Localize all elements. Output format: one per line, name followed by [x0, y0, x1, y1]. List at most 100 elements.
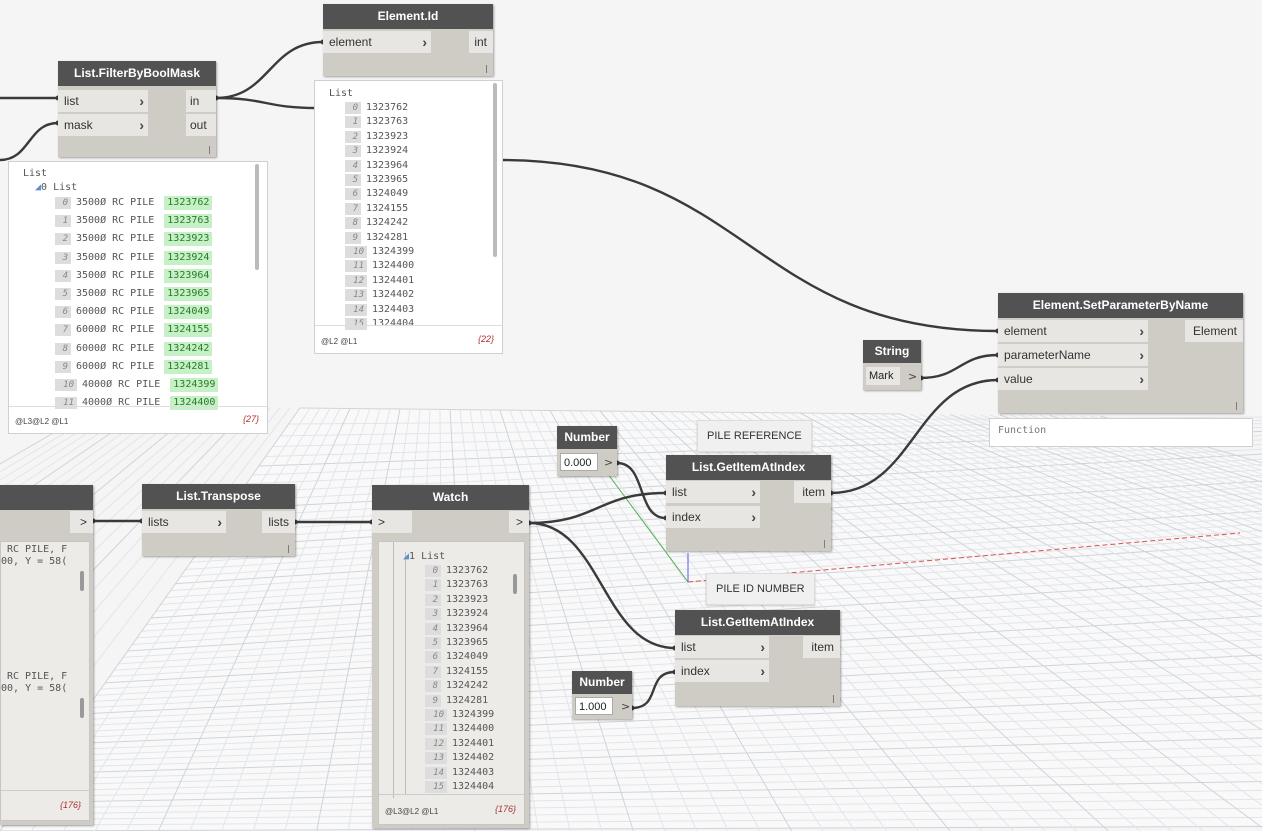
output-port-element[interactable]: Element: [1185, 320, 1243, 342]
input-port-element[interactable]: element›: [998, 320, 1148, 342]
node-title[interactable]: Watch: [372, 485, 529, 510]
element-id-value: 1324281: [164, 359, 213, 374]
output-port-string[interactable]: >: [908, 370, 918, 383]
number-input[interactable]: 0.000: [560, 453, 598, 471]
preview-sublist[interactable]: ◢0 List: [35, 182, 77, 193]
element-id-value: 1323763: [446, 579, 489, 591]
input-port-parametername[interactable]: parameterName›: [998, 344, 1148, 366]
node-title[interactable]: List.Transpose: [142, 484, 295, 509]
item-count: {176}: [59, 800, 81, 810]
node-title[interactable]: List.GetItemAtIndex: [675, 610, 840, 635]
output-port-lists[interactable]: lists: [262, 511, 295, 533]
grid-line: [49, 720, 1262, 763]
set-parameter-preview[interactable]: Function: [989, 418, 1253, 447]
output-port-item[interactable]: item: [803, 636, 840, 658]
scrollbar[interactable]: [80, 571, 84, 591]
transpose-node[interactable]: List.Transpose lists› lists |: [142, 484, 295, 556]
scrollbar[interactable]: [255, 164, 259, 270]
lacing-indicator[interactable]: |: [1235, 401, 1238, 410]
output-port[interactable]: >: [509, 511, 529, 533]
input-port-list[interactable]: list›: [675, 636, 769, 658]
list-index: 14: [345, 303, 367, 316]
list-index: 2: [55, 233, 71, 246]
filter-node[interactable]: List.FilterByBoolMask list› mask› in out…: [58, 61, 216, 157]
grid-line: [16, 789, 1262, 809]
note-pile-reference[interactable]: PILE REFERENCE: [697, 420, 812, 452]
preview-sublist[interactable]: ◢1 List: [403, 551, 445, 562]
partial-watch-node[interactable]: > RC PILE, F 00, Y = 58( RC PILE, F 00, …: [0, 485, 93, 825]
expand-triangle-icon[interactable]: ◢: [35, 182, 42, 193]
list-index: 1: [345, 116, 361, 129]
input-port-list[interactable]: list›: [58, 90, 148, 112]
input-port[interactable]: >: [372, 511, 412, 533]
output-port-number[interactable]: >: [604, 456, 614, 469]
partial-watch-preview[interactable]: RC PILE, F 00, Y = 58( RC PILE, F 00, Y …: [0, 541, 90, 821]
set-parameter-node[interactable]: Element.SetParameterByName element› para…: [998, 293, 1243, 413]
scrollbar[interactable]: [80, 698, 84, 718]
lacing-indicator[interactable]: |: [832, 694, 835, 703]
output-port-in[interactable]: in: [186, 90, 216, 112]
output-port-item[interactable]: item: [794, 481, 831, 503]
output-port-int[interactable]: int: [469, 31, 493, 53]
node-title[interactable]: [0, 485, 93, 510]
input-port-mask[interactable]: mask›: [58, 114, 148, 136]
output-port-out[interactable]: out: [186, 114, 216, 136]
input-port-element[interactable]: element›: [323, 31, 431, 53]
number-input[interactable]: 1.000: [575, 697, 613, 715]
input-port-lists[interactable]: lists›: [142, 511, 226, 533]
grid-line: [0, 406, 181, 544]
grid-line: [12, 798, 1262, 815]
number-node-1[interactable]: Number 0.000 >: [557, 426, 617, 476]
grid-line: [0, 406, 211, 588]
element-id-value: 1323762: [164, 196, 213, 210]
input-port-list[interactable]: list›: [666, 481, 760, 503]
node-title[interactable]: String: [863, 340, 921, 363]
node-title[interactable]: Element.Id: [323, 4, 493, 29]
element-id-value: 1323924: [164, 250, 213, 265]
element-id-value: 1323763: [164, 214, 213, 229]
string-input[interactable]: Mark: [866, 367, 900, 385]
lacing-indicator[interactable]: |: [287, 544, 290, 553]
output-port-number[interactable]: >: [621, 700, 631, 713]
input-port-index[interactable]: index›: [666, 506, 760, 528]
node-title[interactable]: Element.SetParameterByName: [998, 293, 1243, 318]
lacing-indicator[interactable]: |: [208, 145, 211, 154]
node-title[interactable]: List.FilterByBoolMask: [58, 61, 216, 86]
scrollbar[interactable]: [493, 83, 497, 257]
element-id-value: 1324399: [452, 709, 495, 720]
pile-type: 6000Ø RC PILE: [76, 342, 155, 354]
lacing-indicator[interactable]: |: [485, 64, 488, 73]
grid-line: [989, 414, 1262, 511]
string-node[interactable]: String Mark >: [863, 340, 921, 390]
element-id-value: 1324404: [372, 318, 415, 329]
output-port[interactable]: >: [70, 511, 93, 533]
element-id-node[interactable]: Element.Id element› int |: [323, 4, 493, 76]
node-title[interactable]: List.GetItemAtIndex: [666, 455, 831, 480]
input-port-index[interactable]: index›: [675, 660, 769, 682]
number-node-2[interactable]: Number 1.000 >: [572, 671, 632, 719]
input-port-value[interactable]: value›: [998, 368, 1148, 390]
lacing-indicator[interactable]: |: [823, 539, 826, 548]
get-item-node-1[interactable]: List.GetItemAtIndex list› index› item |: [666, 455, 831, 551]
pile-type: 4000Ø RC PILE: [82, 379, 161, 390]
list-index: 10: [55, 379, 77, 391]
scrollbar[interactable]: [513, 574, 517, 594]
node-title[interactable]: Number: [557, 426, 617, 449]
node-title[interactable]: Number: [572, 671, 632, 694]
grid-line: [969, 414, 1262, 521]
get-item-node-2[interactable]: List.GetItemAtIndex list› index› item |: [675, 610, 840, 706]
expand-triangle-icon[interactable]: ◢: [403, 551, 410, 562]
note-pile-id-number[interactable]: PILE ID NUMBER: [706, 573, 815, 605]
